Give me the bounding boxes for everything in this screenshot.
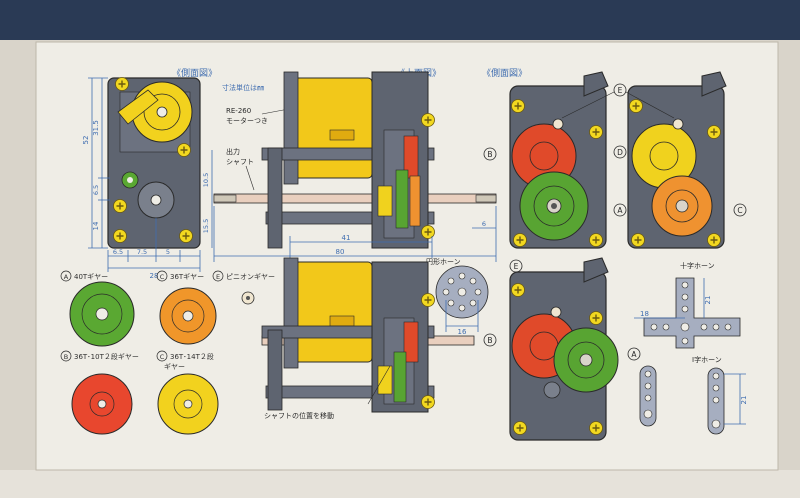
motor-note-line1: RE-260 <box>226 107 251 115</box>
cross-horn-label: 十字ホーン <box>680 261 715 270</box>
legend-label-36t-14t-line2: ギヤー <box>164 363 185 371</box>
round-horn-label: 円形ホーン <box>426 258 461 266</box>
screw <box>176 142 192 158</box>
dim-6: 6 <box>482 220 486 228</box>
dim-21-a: 21 <box>704 296 712 305</box>
screw <box>178 228 194 244</box>
dim-14: 14 <box>92 221 100 230</box>
marker-E-lower: E <box>514 262 519 271</box>
dim-41: 41 <box>342 234 351 242</box>
dim-52: 52 <box>82 136 90 145</box>
marker-D: D <box>617 148 623 157</box>
legend-label-36t: 36Tギヤー <box>170 273 204 281</box>
dim-6-5-vertical: 6.5 <box>92 185 100 195</box>
legend-label-36t-10t: 36T･10T２段ギヤー <box>74 352 139 361</box>
legend-item-c: C 36Tギヤー <box>156 270 217 345</box>
dim-16: 16 <box>458 328 467 336</box>
dim-6-5-horizontal: 6.5 <box>113 248 123 256</box>
move-shaft-note: シャフトの位置を移動 <box>264 411 334 420</box>
side-view-right-3 <box>509 257 619 441</box>
top-view-upper <box>213 71 497 249</box>
cross-horn <box>643 277 741 349</box>
output-shaft-line2: シャフト <box>226 158 254 166</box>
svg-text:B: B <box>64 353 68 361</box>
dim-80: 80 <box>336 248 345 256</box>
i-horn <box>639 365 725 435</box>
legend-label-pinion: ピニオンギヤー <box>226 273 275 281</box>
motor-body-lower <box>289 261 373 363</box>
units-note: 寸法単位は㎜ <box>222 83 264 92</box>
dim-15-5: 15.5 <box>202 219 210 233</box>
legend-label-40t: 40Tギヤー <box>74 273 108 281</box>
side-view-right-2 <box>627 71 727 249</box>
marker-A-lower: A <box>631 350 637 359</box>
legend-item-b: B 36T･10T２段ギヤー <box>60 350 139 435</box>
marker-B-upper: B <box>487 150 492 159</box>
header-side-view-right: 《側面図》 <box>482 67 527 79</box>
marker-B-lower: B <box>487 336 492 345</box>
side-view-right-1 <box>509 71 609 249</box>
screw <box>114 76 130 92</box>
dim-7-5: 7.5 <box>137 248 147 256</box>
i-horn-label: I字ホーン <box>692 355 722 364</box>
top-view-lower <box>261 257 475 413</box>
header-side-view-left: 《側面図》 <box>172 67 217 79</box>
dim-5: 5 <box>166 248 170 256</box>
svg-text:C: C <box>160 273 165 281</box>
marker-C-upper: C <box>737 206 742 215</box>
dim-21-b: 21 <box>740 396 748 405</box>
screw <box>112 228 128 244</box>
box-bottom-edge <box>0 470 800 498</box>
top-dimension-lines <box>213 206 497 262</box>
motor-note-line2: モーターつき <box>226 116 268 125</box>
left-dimension-lines <box>88 77 213 272</box>
marker-group-right: B A D C E E B A <box>483 83 747 361</box>
output-shaft <box>213 193 497 204</box>
marker-E-upper: E <box>618 86 623 95</box>
legend-item-c2: C 36T･14T２段 ギヤー <box>156 350 219 435</box>
output-shaft-line1: 出力 <box>226 147 240 156</box>
dim-28: 28 <box>150 272 159 280</box>
box-top-edge <box>0 0 800 40</box>
gear-legend: A 40Tギヤー C 36Tギヤー E ピニオンギヤー B 36T･10T２段ギ… <box>60 270 275 435</box>
legend-item-a: A 40Tギヤー <box>60 270 135 347</box>
side-view-left <box>107 76 201 249</box>
marker-A-upper: A <box>617 206 623 215</box>
legend-label-36t-14t-line1: 36T･14T２段 <box>170 352 214 361</box>
svg-text:C: C <box>160 353 165 361</box>
legend-item-e: E ピニオンギヤー <box>212 270 275 305</box>
screw <box>112 198 128 214</box>
svg-text:A: A <box>64 273 69 281</box>
dim-18: 18 <box>640 310 649 318</box>
svg-text:E: E <box>216 273 220 281</box>
dim-10-5: 10.5 <box>202 173 210 187</box>
motor-body <box>289 77 373 179</box>
round-horn <box>435 265 489 319</box>
dim-31-5: 31.5 <box>92 120 100 136</box>
